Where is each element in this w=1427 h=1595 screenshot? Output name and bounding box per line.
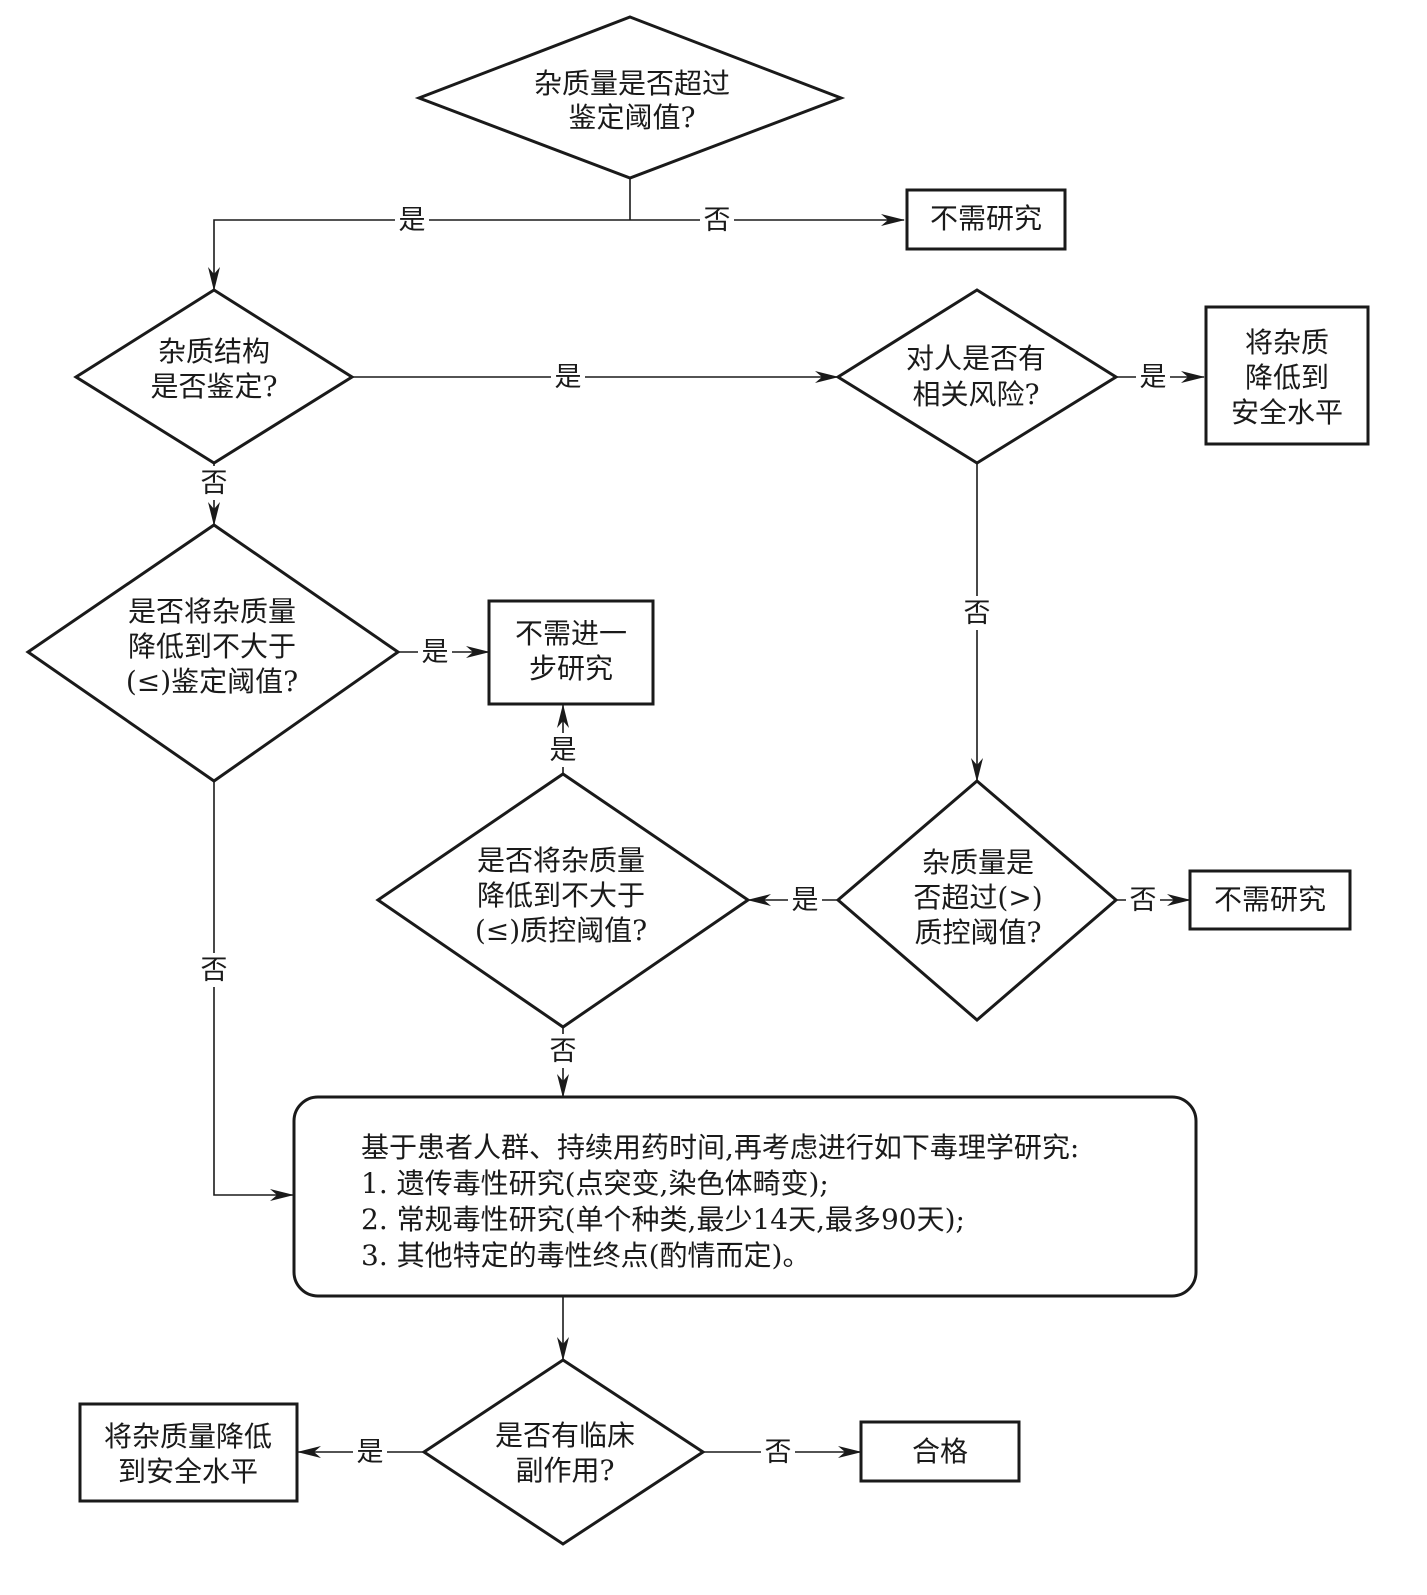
decision-exceeds-identification-threshold — [414, 15, 846, 180]
edge-labels: 是 否 是 是 否 是 否 是 是 否 否 否 是 否 — [197, 203, 1170, 1469]
text-r2-line2: 降低到 — [1245, 361, 1329, 394]
connector-d4-no — [213, 781, 294, 1201]
text-d4-line3: (≤)鉴定阈值? — [126, 665, 298, 698]
text-d7-line2: 副作用? — [515, 1454, 614, 1487]
label-d6-yes: 是 — [792, 885, 819, 916]
label-d1-no: 否 — [704, 205, 731, 236]
decision-reduce-below-qualification-threshold — [375, 772, 751, 1029]
text-r6: 合格 — [912, 1435, 968, 1468]
result-reduce-to-safe-level — [1204, 305, 1370, 446]
text-d5-line3: (≤)质控阈值? — [475, 914, 647, 947]
label-d3-yes: 是 — [1140, 362, 1167, 393]
text-r3-line1: 不需进一 — [515, 617, 627, 650]
text-d6-line3: 质控阈值? — [914, 916, 1041, 949]
label-d2-no: 否 — [201, 468, 228, 499]
label-d3-no: 否 — [964, 598, 991, 629]
label-d5-no: 否 — [550, 1036, 577, 1067]
label-d6-no: 否 — [1130, 885, 1157, 916]
text-r5-line1: 将杂质量降低 — [104, 1420, 272, 1453]
text-d4-line1: 是否将杂质量 — [128, 595, 296, 628]
label-d4-no: 否 — [201, 955, 228, 986]
text-d2-line2: 是否鉴定? — [150, 370, 277, 403]
label-d5-yes: 是 — [550, 735, 577, 766]
text-box-line1: 基于患者人群、持续用药时间,再考虑进行如下毒理学研究: — [361, 1131, 1079, 1164]
text-d5-line1: 是否将杂质量 — [477, 844, 645, 877]
label-d4-yes: 是 — [422, 637, 449, 668]
node-texts: 杂质量是否超过 鉴定阈值? 不需研究 杂质结构 是否鉴定? 对人是否有 相关风险… — [104, 67, 1343, 1488]
decision-structure-identified — [73, 288, 355, 465]
label-d1-yes: 是 — [399, 205, 426, 236]
text-box-line2: 1. 遗传毒性研究(点突变,染色体畸变); — [361, 1167, 829, 1200]
text-d1-line2: 鉴定阈值? — [568, 101, 695, 134]
text-d6-line1: 杂质量是 — [922, 846, 1034, 879]
shapes — [25, 15, 1370, 1546]
text-d3-line2: 相关风险? — [912, 378, 1039, 411]
text-d3-line1: 对人是否有 — [906, 342, 1046, 375]
text-r3-line2: 步研究 — [529, 652, 613, 685]
text-box-line4: 3. 其他特定的毒性终点(酌情而定)。 — [361, 1239, 810, 1272]
decision-reduce-below-identification-threshold — [25, 523, 401, 783]
text-d7-line1: 是否有临床 — [495, 1419, 635, 1452]
result-no-study-2 — [1188, 869, 1352, 931]
label-d7-no: 否 — [765, 1437, 792, 1468]
text-d2-line1: 杂质结构 — [158, 335, 270, 368]
decision-clinical-side-effects — [421, 1358, 706, 1546]
text-box-line3: 2. 常规毒性研究(单个种类,最少14天,最多90天); — [361, 1203, 965, 1236]
text-d1-line1: 杂质量是否超过 — [534, 67, 730, 100]
text-r4: 不需研究 — [1214, 883, 1326, 916]
decision-human-risk — [835, 288, 1119, 465]
result-reduce-impurity-to-safe-level — [78, 1402, 299, 1503]
toxicology-study-box — [292, 1095, 1198, 1298]
text-r2-line3: 安全水平 — [1231, 396, 1343, 429]
text-d4-line2: 降低到不大于 — [128, 630, 296, 663]
text-r2-line1: 将杂质 — [1245, 326, 1329, 359]
text-r1: 不需研究 — [930, 202, 1042, 235]
decision-exceeds-qualification-threshold — [835, 779, 1119, 1022]
label-d2-yes: 是 — [555, 362, 582, 393]
result-no-study-1 — [905, 188, 1067, 251]
text-r5-line2: 到安全水平 — [118, 1455, 258, 1488]
text-d6-line2: 否超过(>) — [913, 881, 1042, 914]
connector-d1-yes — [208, 219, 630, 291]
label-d7-yes: 是 — [357, 1437, 384, 1468]
text-d5-line2: 降低到不大于 — [477, 879, 645, 912]
result-qualified — [859, 1420, 1021, 1483]
result-no-further-study — [487, 599, 655, 706]
